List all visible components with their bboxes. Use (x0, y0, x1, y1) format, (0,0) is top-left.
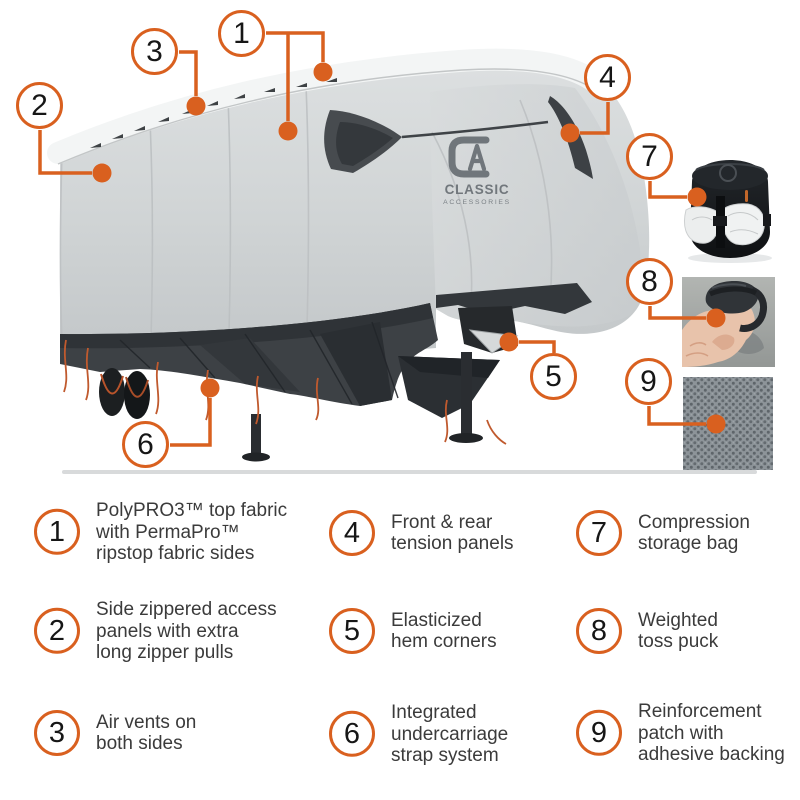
legend-number-1: 1 (34, 509, 80, 555)
legend-item-9: 9 Reinforcement patch with adhesive back… (576, 701, 785, 766)
callout-connector-lines (38, 31, 706, 447)
legend-item-5: 5 Elasticized hem corners (329, 608, 497, 654)
legend-number-6: 6 (329, 711, 375, 757)
legend-number-4: 4 (329, 510, 375, 556)
legend-label-1: PolyPRO3™ top fabric with PermaPro™ rips… (96, 499, 288, 564)
callout-3: 3 (131, 28, 178, 75)
legend-number-2: 2 (34, 608, 80, 654)
callout-7: 7 (626, 133, 673, 180)
classic-accessories-logo: CLASSIC ACCESSORIES (443, 136, 511, 206)
callout-5: 5 (530, 353, 577, 400)
legend-item-4: 4 Front & rear tension panels (329, 510, 514, 556)
legend-item-3: 3 Air vents on both sides (34, 710, 196, 756)
brand-subname: ACCESSORIES (443, 199, 511, 206)
legend-label-3: Air vents on both sides (96, 711, 197, 755)
legend-label-8: Weighted toss puck (638, 609, 719, 653)
rv-cover-illustration: CLASSIC ACCESSORIES (38, 31, 775, 474)
legend-number-7: 7 (576, 510, 622, 556)
legend-number-9: 9 (576, 710, 622, 756)
legend-number-8: 8 (576, 608, 622, 654)
legend-number-5: 5 (329, 608, 375, 654)
brand-name: CLASSIC (445, 182, 510, 197)
undercarriage-straps (63, 339, 507, 445)
callout-endpoint-dots (92, 62, 726, 434)
rv-body: CLASSIC ACCESSORIES (47, 48, 650, 352)
legend-label-4: Front & rear tension panels (391, 511, 514, 555)
rv-skirt (60, 303, 438, 419)
ground-line (62, 470, 757, 474)
callout-1: 1 (218, 10, 265, 57)
wheels (99, 368, 150, 419)
legend-item-2: 2 Side zippered access panels with extra… (34, 599, 277, 664)
callout-9: 9 (625, 358, 672, 405)
toss-puck-image (682, 277, 775, 367)
air-vents (90, 78, 337, 148)
legend-label-7: Compression storage bag (638, 511, 750, 555)
jack-stands (242, 352, 483, 462)
legend-number-3: 3 (34, 710, 80, 756)
rv-front-underside (242, 283, 592, 462)
legend-label-9: Reinforcement patch with adhesive backin… (638, 700, 785, 765)
legend-item-7: 7 Compression storage bag (576, 510, 750, 556)
legend-item-1: 1 PolyPRO3™ top fabric with PermaPro™ ri… (34, 500, 287, 565)
legend-item-8: 8 Weighted toss puck (576, 608, 718, 654)
classic-accessories-monogram-icon (448, 136, 490, 178)
legend-label-6: Integrated undercarriage strap system (391, 701, 509, 766)
callout-4: 4 (584, 54, 631, 101)
legend-item-6: 6 Integrated undercarriage strap system (329, 702, 508, 767)
legend-label-2: Side zippered access panels with extra l… (96, 598, 277, 663)
storage-bag-image (683, 160, 772, 263)
rv-roof (47, 48, 611, 164)
legend-label-5: Elasticized hem corners (391, 609, 497, 653)
callout-8: 8 (626, 258, 673, 305)
callout-2: 2 (16, 82, 63, 129)
callout-6: 6 (122, 421, 169, 468)
